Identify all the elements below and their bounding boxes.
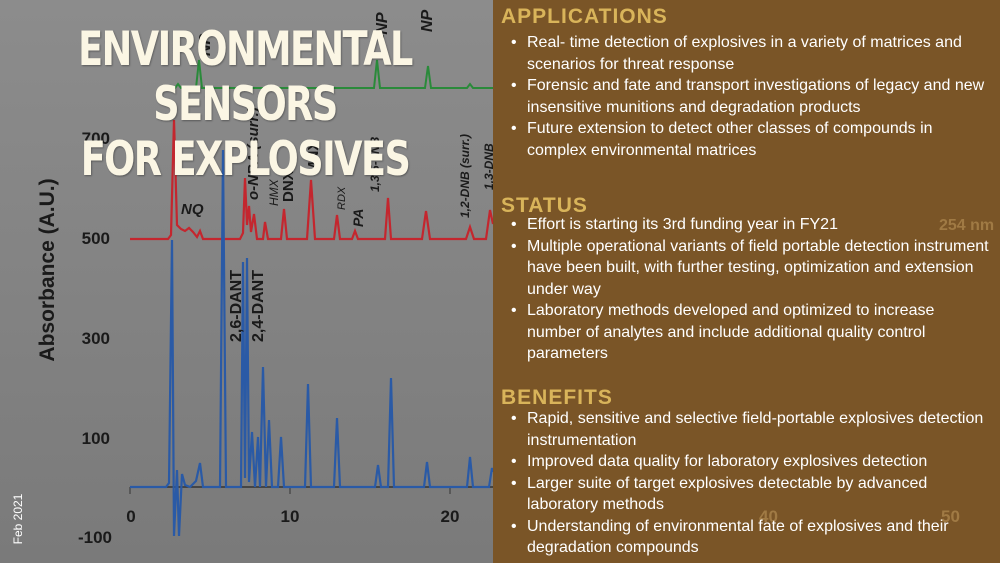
- date-stamp: Feb 2021: [11, 493, 25, 545]
- status-heading: STATUS: [501, 194, 588, 217]
- list-item: Real- time detection of explosives in a …: [505, 32, 993, 75]
- peak-label: 2,6-DANT: [228, 270, 245, 342]
- x-tick-label: 0: [126, 507, 135, 526]
- x-tick-label: 20: [441, 507, 460, 526]
- green-trace: [170, 59, 493, 89]
- y-tick-label: 700: [82, 129, 110, 148]
- red-trace: [130, 119, 495, 241]
- peak-label: HMX: [267, 178, 281, 206]
- title-line-2: FOR EXPLOSIVES: [80, 132, 411, 187]
- peak-label: 1,3-DNB: [482, 143, 496, 190]
- peak-label: NP: [419, 9, 436, 32]
- slide-title: ENVIRONMENTAL SENSORS FOR EXPLOSIVES: [62, 22, 429, 187]
- list-item: Forensic and fate and transport investig…: [505, 75, 993, 118]
- list-item: Laboratory methods developed and optimiz…: [505, 300, 993, 365]
- x-tick-label: 10: [281, 507, 300, 526]
- y-tick-label: 500: [82, 229, 110, 248]
- y-tick-label: -100: [78, 528, 112, 547]
- peak-label: o-NBA (surr.): [245, 107, 262, 200]
- benefits-heading: BENEFITS: [501, 386, 613, 409]
- peak-label: 1,3,5-TNB: [368, 136, 382, 192]
- y-tick-label: 300: [82, 329, 110, 348]
- peak-label: RDX: [336, 186, 348, 210]
- list-item: Rapid, sensitive and selective field-por…: [505, 408, 993, 451]
- list-item: Understanding of environmental fate of e…: [505, 516, 993, 559]
- benefits-list: Rapid, sensitive and selective field-por…: [505, 408, 993, 559]
- applications-list: Real- time detection of explosives in a …: [505, 32, 993, 161]
- peak-label: NQ: [181, 201, 204, 218]
- list-item: Effort is starting its 3rd funding year …: [505, 214, 993, 236]
- peak-label: -NP: [374, 12, 391, 40]
- info-panel: 254 nm 40 50 APPLICATIONS Real- time det…: [493, 0, 1000, 563]
- peak-label: PA: [350, 209, 366, 227]
- x-tick-marks: [129, 487, 451, 494]
- peak-label: NP: [197, 33, 214, 56]
- peak-label: MNX: [305, 141, 322, 174]
- list-item: Improved data quality for laboratory exp…: [505, 451, 993, 473]
- applications-heading: APPLICATIONS: [501, 5, 668, 28]
- title-line-1: ENVIRONMENTAL SENSORS: [78, 22, 413, 132]
- y-tick-label: 100: [82, 429, 110, 448]
- peak-label: 2,4-DANT: [250, 270, 267, 342]
- list-item: Future extension to detect other classes…: [505, 118, 993, 161]
- peak-label: DNX: [280, 170, 297, 202]
- status-list: Effort is starting its 3rd funding year …: [505, 214, 993, 365]
- list-item: Larger suite of target explosives detect…: [505, 473, 993, 516]
- y-axis-label: Absorbance (A.U.): [36, 178, 59, 361]
- peak-label: 1,2-DNB (surr.): [458, 134, 472, 218]
- blue-trace: [130, 149, 495, 537]
- list-item: Multiple operational variants of field p…: [505, 236, 993, 301]
